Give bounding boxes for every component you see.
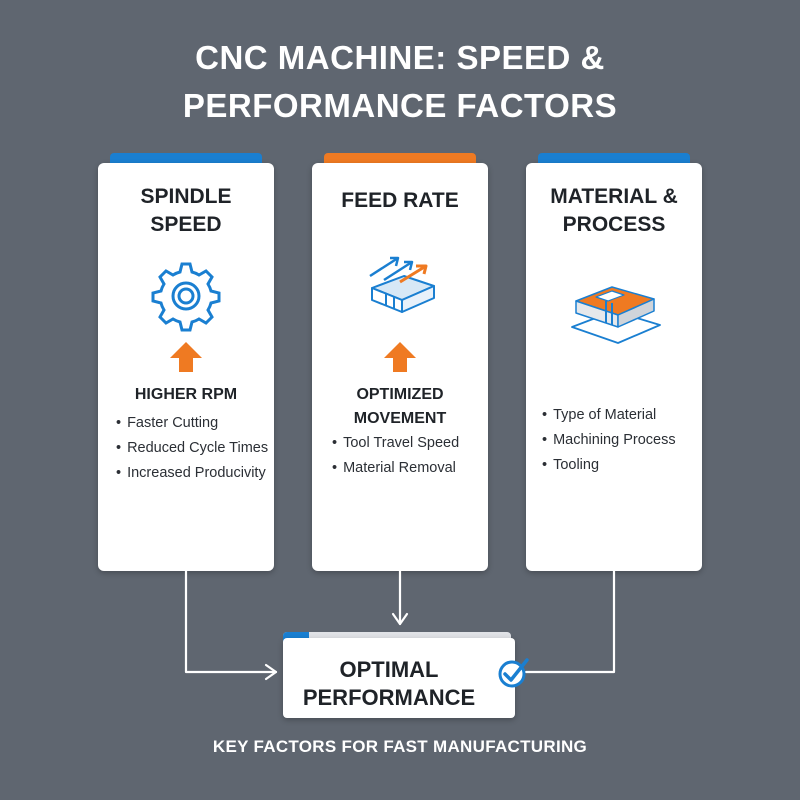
title-line-2: PERFORMANCE FACTORS xyxy=(182,87,618,124)
material-block-icon xyxy=(571,286,661,344)
result-label: OPTIMAL PERFORMANCE xyxy=(283,656,495,712)
list-item: Tooling xyxy=(542,453,676,478)
card-title-line-2: PROCESS xyxy=(562,213,666,236)
bullet-list: Faster Cutting Reduced Cycle Times Incre… xyxy=(116,411,268,486)
list-item: Machining Process xyxy=(542,428,676,453)
card-title-line-2: SPEED xyxy=(150,213,222,236)
card-subtitle-line-1: OPTIMIZED xyxy=(356,386,444,403)
list-item: Tool Travel Speed xyxy=(332,431,459,456)
card-title-line-1: MATERIAL & xyxy=(550,185,678,208)
bullet-list: Tool Travel Speed Material Removal xyxy=(332,431,459,481)
card-subtitle-line-2: MOVEMENT xyxy=(353,410,447,427)
card-subtitle: OPTIMIZED MOVEMENT xyxy=(312,383,488,431)
result-body: OPTIMAL PERFORMANCE xyxy=(283,638,515,718)
up-arrow-icon xyxy=(170,342,202,372)
list-item: Increased Producivity xyxy=(116,461,268,486)
optimal-performance-box: OPTIMAL PERFORMANCE xyxy=(283,632,515,718)
card-title: SPINDLE SPEED xyxy=(98,183,274,239)
card-title: MATERIAL & PROCESS xyxy=(526,183,702,239)
card-body: SPINDLE SPEED HIGHER RPM Faster Cutting … xyxy=(98,163,274,571)
list-item: Reduced Cycle Times xyxy=(116,436,268,461)
result-line-2: PERFORMANCE xyxy=(302,685,476,710)
up-arrow-icon xyxy=(384,342,416,372)
connector-right xyxy=(524,569,616,674)
result-tab-accent xyxy=(283,632,309,642)
card-subtitle: HIGHER RPM xyxy=(98,383,274,407)
list-item: Faster Cutting xyxy=(116,411,268,436)
card-feed-rate: FEED RATE OPTIMIZED MOVEMENT xyxy=(312,153,488,571)
card-body: FEED RATE OPTIMIZED MOVEMENT xyxy=(312,163,488,571)
page-title: CNC MACHINE: SPEED & PERFORMANCE FACTORS xyxy=(0,34,800,130)
card-spindle-speed: SPINDLE SPEED HIGHER RPM Faster Cutting … xyxy=(98,153,274,571)
footer-caption: KEY FACTORS FOR FAST MANUFACTURING xyxy=(212,737,588,756)
result-tab xyxy=(283,632,511,642)
list-item: Material Removal xyxy=(332,456,459,481)
result-line-1: OPTIMAL xyxy=(339,657,439,682)
connector-middle-arrowhead xyxy=(391,612,409,626)
list-item: Type of Material xyxy=(542,403,676,428)
connector-left xyxy=(184,569,278,674)
check-circle-icon xyxy=(498,658,529,688)
card-body: MATERIAL & PROCESS Type of Material Mach… xyxy=(526,163,702,571)
card-title-line-1: SPINDLE xyxy=(140,185,232,208)
card-title-line-1: FEED RATE xyxy=(341,189,459,212)
connector-left-arrowhead xyxy=(264,663,278,681)
card-subtitle-line-1: HIGHER RPM xyxy=(134,386,238,403)
feed-block-icon xyxy=(369,256,435,313)
card-material-process: MATERIAL & PROCESS Type of Material Mach… xyxy=(526,153,702,571)
title-line-1: CNC MACHINE: SPEED & xyxy=(195,39,605,76)
gear-icon xyxy=(151,262,221,332)
bullet-list: Type of Material Machining Process Tooli… xyxy=(542,403,676,478)
card-title: FEED RATE xyxy=(312,187,488,215)
